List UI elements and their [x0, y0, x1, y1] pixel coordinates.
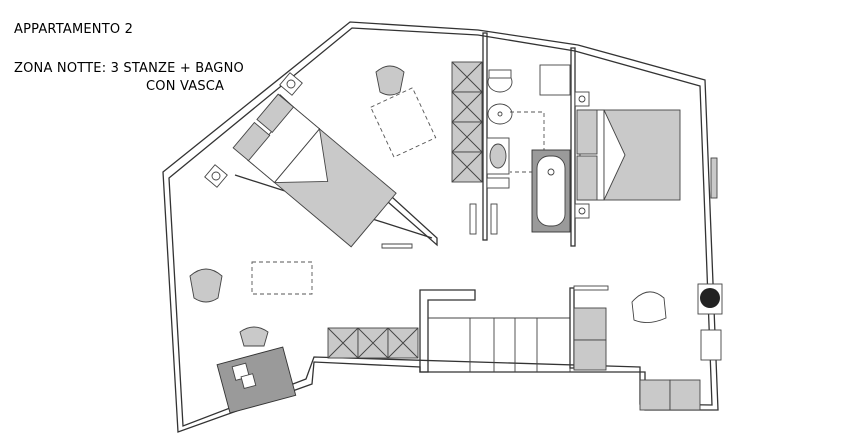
- living-area: [189, 261, 419, 414]
- plan-subtitle-line2: CON VASCA: [146, 79, 225, 94]
- bedroom-left: [204, 65, 438, 249]
- bathroom: [486, 64, 571, 233]
- corner-furniture: [631, 283, 723, 411]
- plan-title: APPARTAMENTO 2: [14, 22, 134, 37]
- wardrobe-column: [451, 32, 576, 247]
- staircase: [419, 285, 609, 373]
- bedroom-right: [574, 91, 681, 219]
- plan-subtitle-line1: ZONA NOTTE: 3 STANZE + BAGNO: [14, 61, 244, 76]
